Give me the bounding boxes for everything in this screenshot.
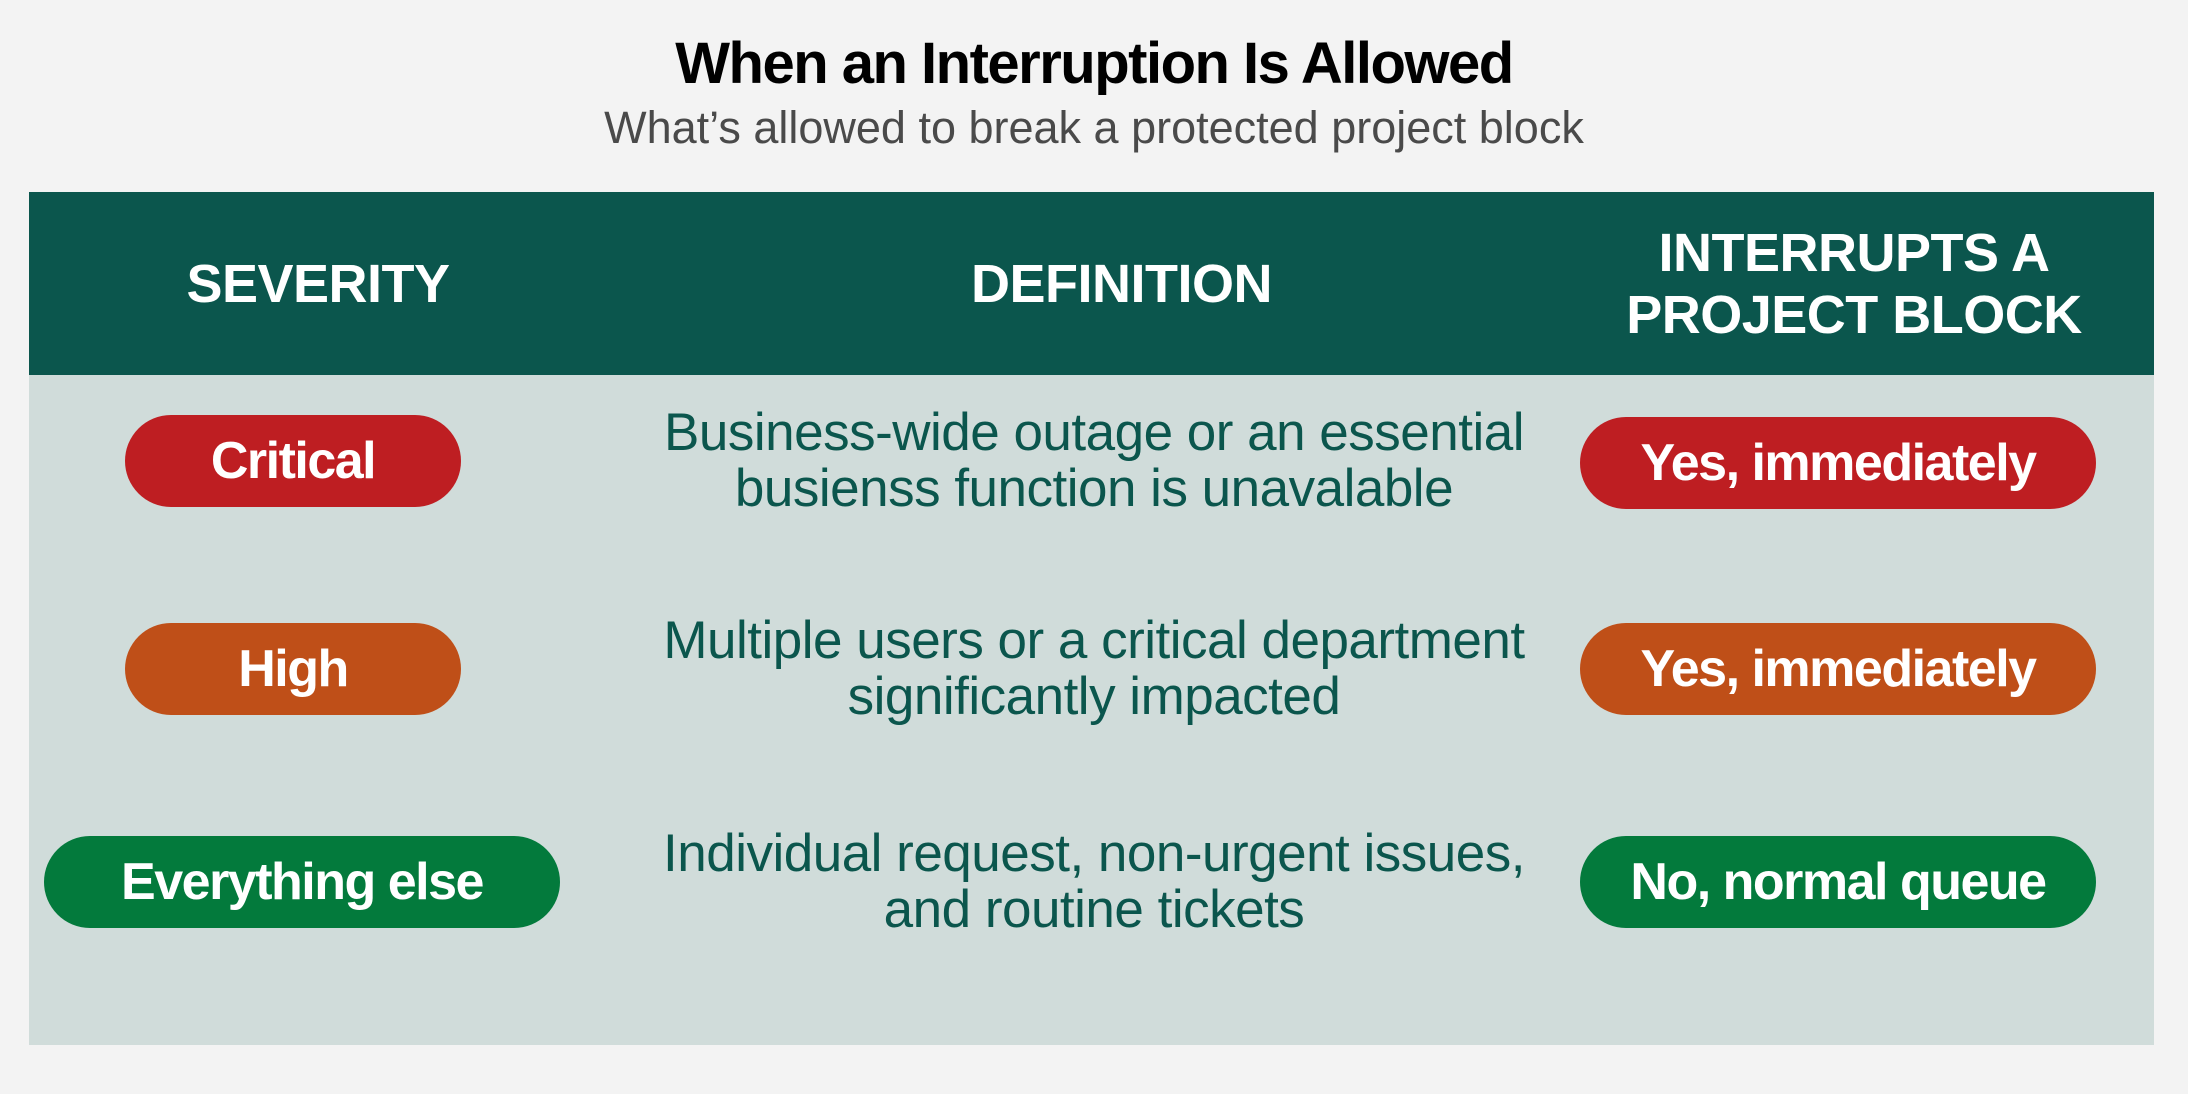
definition-high-line1: Multiple users or a critical department — [663, 611, 1525, 670]
definition-everything-else: Individual request, non-urgent issues, a… — [549, 826, 1639, 938]
definition-everything-else-line1: Individual request, non-urgent issues, — [663, 824, 1525, 883]
severity-badge-high: High — [125, 623, 461, 715]
interrupts-badge-everything-else: No, normal queue — [1580, 836, 2096, 928]
severity-table: SEVERITY DEFINITION INTERRUPTS A PROJECT… — [29, 192, 2154, 1045]
definition-critical-line2: busienss function is unavalable — [734, 459, 1454, 518]
definition-everything-else-line2: and routine tickets — [883, 880, 1305, 939]
table-row-high: High Multiple users or a critical depart… — [29, 582, 2154, 762]
severity-badge-everything-else: Everything else — [44, 836, 560, 928]
severity-badge-critical: Critical — [125, 415, 461, 507]
page-title: When an Interruption Is Allowed — [675, 31, 1514, 96]
definition-high: Multiple users or a critical department … — [549, 613, 1639, 725]
header-interrupts: INTERRUPTS A PROJECT BLOCK — [1569, 192, 2139, 375]
interrupts-badge-high: Yes, immediately — [1580, 623, 2096, 715]
header-interrupts-line1: INTERRUPTS A — [1658, 222, 2050, 283]
table-header: SEVERITY DEFINITION INTERRUPTS A PROJECT… — [29, 192, 2154, 375]
definition-critical: Business-wide outage or an essential bus… — [549, 405, 1639, 517]
definition-high-line2: significantly impacted — [847, 667, 1341, 726]
header-definition: DEFINITION — [971, 253, 1273, 314]
table-row-critical: Critical Business-wide outage or an esse… — [29, 375, 2154, 555]
header-interrupts-line2: PROJECT BLOCK — [1626, 284, 2082, 345]
header-severity: SEVERITY — [186, 253, 450, 314]
page-subtitle: What’s allowed to break a protected proj… — [604, 102, 1584, 153]
interrupts-badge-critical: Yes, immediately — [1580, 417, 2096, 509]
definition-critical-line1: Business-wide outage or an essential — [664, 403, 1524, 462]
table-row-everything-else: Everything else Individual request, non-… — [29, 795, 2154, 975]
